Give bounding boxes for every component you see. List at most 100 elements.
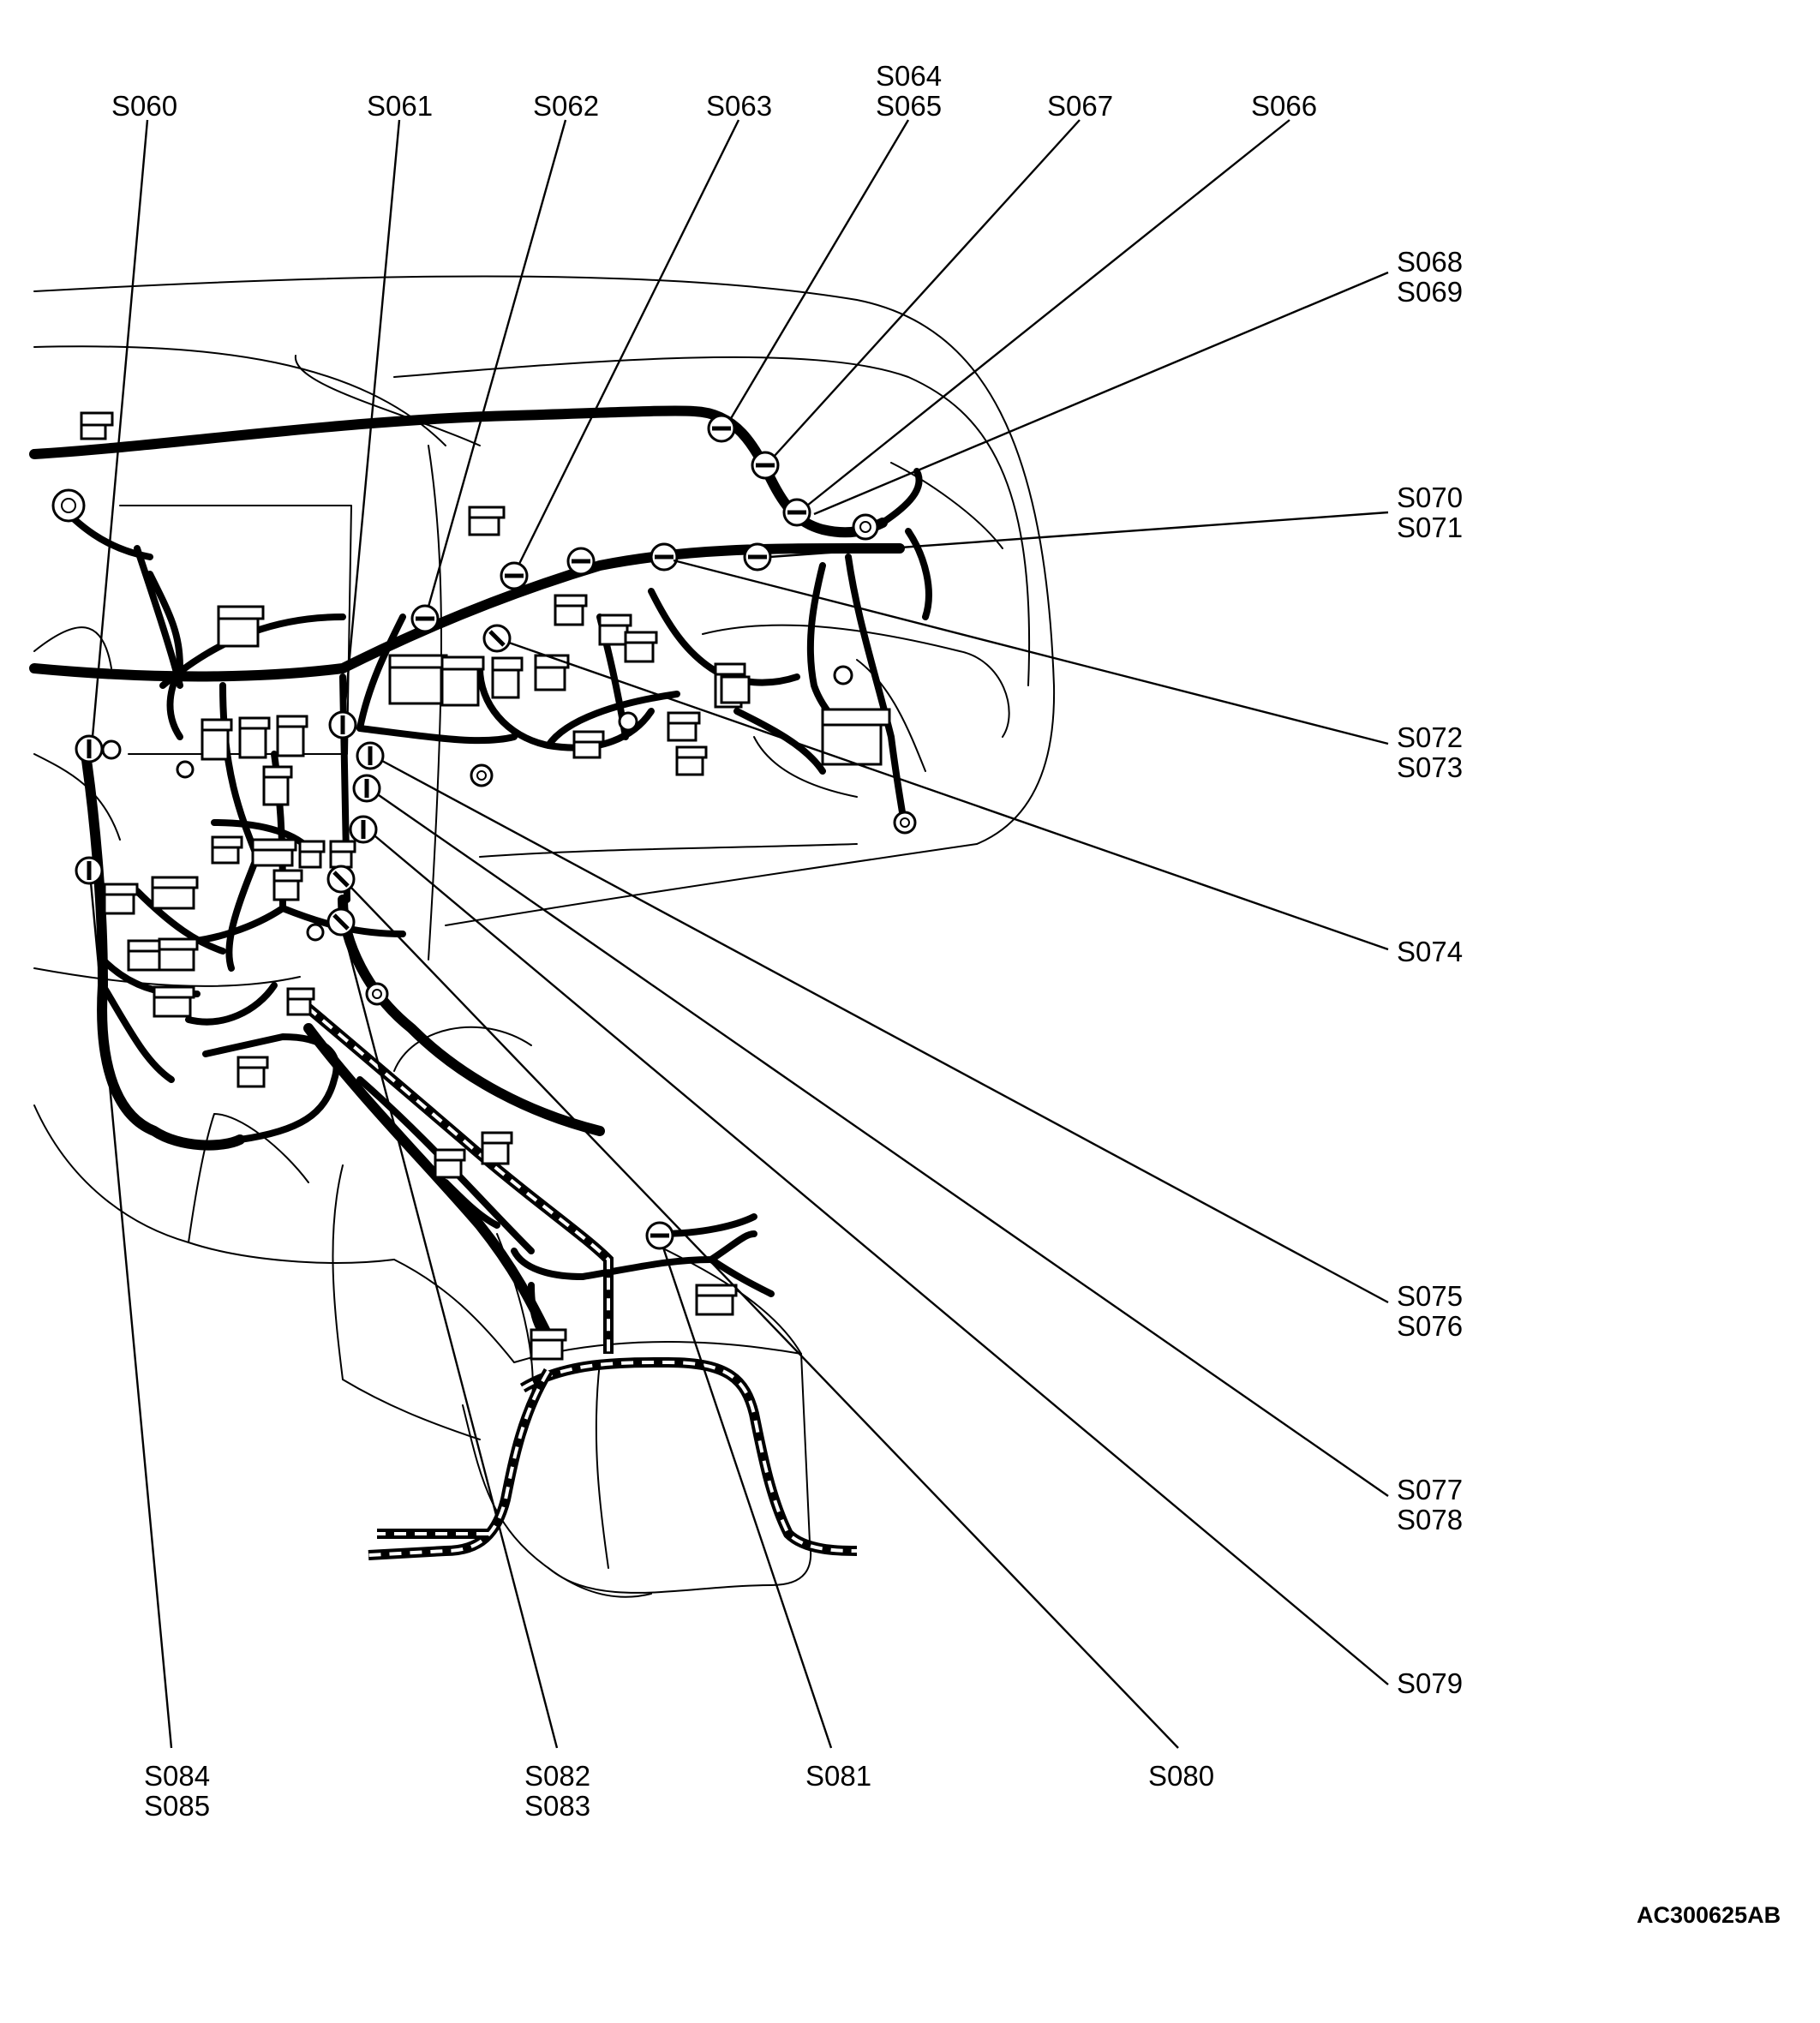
label-s084: S084 [144,1760,210,1792]
connector-block [158,937,199,972]
label-s066: S066 [1251,90,1317,122]
splice-marker-s060 [75,734,104,763]
splice-marker-s077-s078 [352,774,381,803]
leader-s068-s069 [813,271,1389,516]
connector-block [720,675,751,704]
label-s080: S080 [1148,1760,1214,1792]
leader-s067 [773,119,1081,458]
connector-block [329,840,356,869]
label-s076: S076 [1397,1310,1463,1342]
splice-marker-s084-s085 [75,856,104,885]
label-s067: S067 [1047,90,1113,122]
connector-block [262,765,293,806]
leader-s082-s083 [343,933,559,1749]
splice-marker-s063 [500,561,529,590]
connector-block [80,411,114,440]
connector-block [667,711,701,742]
connector-block [201,718,233,761]
connector-block [530,1328,567,1361]
label-s068: S068 [1397,246,1463,278]
splice-labels: S060 S061 S062 S063 S064 S065 S067 S066 … [111,60,1781,1928]
connector-block [276,715,308,757]
connector-block [153,985,195,1018]
label-s065: S065 [876,90,942,122]
connector-block [236,1056,269,1088]
label-s060: S060 [111,90,177,122]
label-s063: S063 [706,90,772,122]
connector-block [103,883,139,915]
label-s073: S073 [1397,751,1463,783]
splice-marker-s062 [410,604,440,633]
leader-s074 [508,641,1389,951]
connector-block [695,1284,738,1316]
splice-marker-s082-s083 [326,907,356,937]
label-s075: S075 [1397,1280,1463,1312]
leader-s077-s078 [378,794,1389,1497]
leader-lines [89,119,1389,1749]
splice-marker-s080 [326,865,356,894]
connector-block [468,506,506,536]
connector-block [491,656,524,699]
label-s074: S074 [1397,936,1463,967]
splice-marker-s064-s065 [707,414,736,443]
connector-block [272,869,303,901]
leader-s060 [91,119,149,738]
leader-s075-s076 [381,759,1389,1304]
label-s072: S072 [1397,721,1463,753]
splice-marker-s067 [751,451,780,480]
label-s061: S061 [367,90,433,122]
label-s079: S079 [1397,1667,1463,1699]
label-s081: S081 [805,1760,871,1792]
connector-block [572,730,605,759]
label-s062: S062 [533,90,599,122]
connector-block [821,708,891,766]
connector-block [388,654,448,705]
leader-s064-s065 [728,119,910,421]
splice-marker-s061 [328,710,357,739]
leader-s079 [374,835,1389,1685]
label-s077: S077 [1397,1474,1463,1505]
connector-block [211,835,243,865]
leader-s061 [343,119,401,714]
label-s069: S069 [1397,276,1463,308]
splice-marker-s070-s071 [743,542,772,572]
connector-block [624,631,658,663]
connector-block [238,716,271,759]
leader-s080 [350,887,1179,1749]
leader-s062 [427,119,567,607]
splice-marker-s074 [482,624,512,653]
splice-marker-s066 [782,498,811,527]
connector-block [675,745,708,776]
splice-marker-s068-s069 [566,547,596,576]
splice-marker-s079 [349,815,378,844]
splice-marker-s081 [645,1221,674,1250]
label-s083: S083 [524,1790,590,1822]
connector-block [251,838,297,867]
leader-s063 [518,119,740,565]
label-s071: S071 [1397,512,1463,543]
connectors [51,411,917,1361]
dashed-harness [288,990,858,1560]
label-s078: S078 [1397,1504,1463,1535]
splice-marker-s072-s073 [650,542,679,572]
leader-s084-s085 [89,882,173,1749]
label-s082: S082 [524,1760,590,1792]
label-s070: S070 [1397,482,1463,513]
connector-block [554,594,588,626]
figure-code: AC300625AB [1637,1902,1781,1928]
leader-s072-s073 [673,559,1389,745]
label-s064: S064 [876,60,942,92]
connector-block [151,876,199,910]
label-s085: S085 [144,1790,210,1822]
connector-block [217,605,265,648]
leader-s070-s071 [769,511,1389,559]
splice-marker-s075-s076 [356,741,385,770]
leader-s066 [806,119,1290,506]
connector-block [298,840,326,869]
leader-s081 [662,1247,833,1749]
splice-markers [75,414,811,1250]
connector-block [286,987,315,1016]
connector-block [440,655,485,707]
connector-block [434,1148,466,1179]
